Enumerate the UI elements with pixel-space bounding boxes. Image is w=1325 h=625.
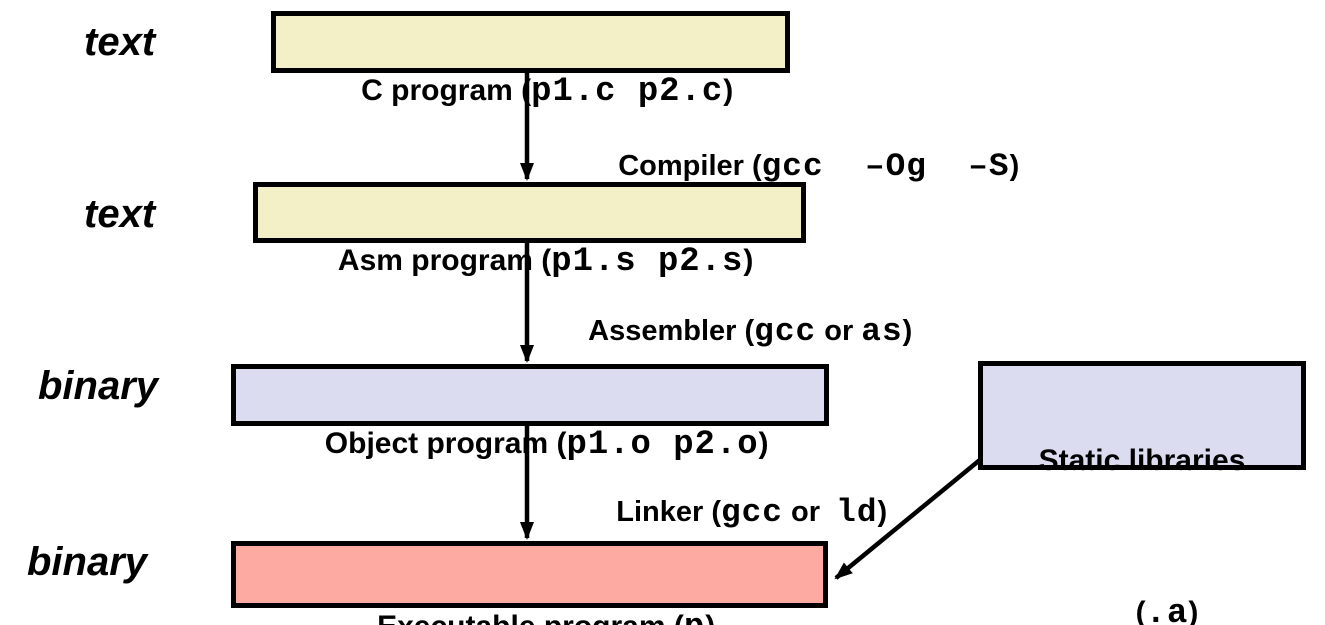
- static-libraries-ext-prefix: (: [1135, 596, 1146, 625]
- box-object-program: Object program (p1.o p2.o): [231, 364, 829, 464]
- assembler-command-2: as: [861, 312, 903, 350]
- row-label-binary-2: binary: [27, 540, 148, 584]
- asm-program-label-prefix: Asm program (: [337, 244, 552, 277]
- linker-label-prefix: Linker (: [616, 495, 721, 528]
- asm-program-label-suffix: ): [743, 244, 754, 277]
- row-label-text-2: text: [84, 192, 156, 236]
- c-program-files: p1.c p2.c: [531, 73, 724, 111]
- object-program-label-suffix: ): [758, 427, 769, 460]
- linker-label-mid: or: [782, 495, 837, 528]
- compiler-step-label: Compiler (gcc –Og –S): [586, 112, 1019, 221]
- compiler-label-suffix: ): [1009, 149, 1020, 182]
- static-libraries-ext-suffix: ): [1188, 596, 1199, 625]
- assembler-label-prefix: Assembler (: [588, 314, 755, 347]
- linker-step-label: Linker (gcc or ld): [584, 458, 887, 567]
- asm-program-files: p1.s p2.s: [551, 243, 744, 281]
- executable-program-file: p: [684, 609, 705, 625]
- linker-label-suffix: ): [877, 495, 888, 528]
- c-program-label-suffix: ): [723, 74, 734, 107]
- box-asm-program: Asm program (p1.s p2.s): [253, 182, 806, 281]
- c-program-label-prefix: C program (: [361, 74, 532, 107]
- row-label-text-1: text: [84, 20, 156, 64]
- object-program-label-prefix: Object program (: [324, 427, 567, 460]
- static-libraries-extension: (.a): [983, 550, 1301, 625]
- compiler-label-prefix: Compiler (: [618, 149, 762, 182]
- executable-program-label-prefix: Executable program (: [377, 610, 684, 625]
- static-libraries-label: Static libraries: [1038, 444, 1246, 477]
- assembler-step-label: Assembler (gcc or as): [557, 277, 912, 386]
- object-program-files: p1.o p2.o: [566, 426, 759, 464]
- linker-command-2: ld: [836, 493, 878, 531]
- box-executable-program: Executable program (p): [231, 541, 828, 625]
- box-c-program: C program (p1.c p2.c): [271, 11, 790, 111]
- assembler-label-mid: or: [816, 314, 862, 347]
- box-static-libraries: Static libraries (.a): [978, 361, 1306, 625]
- compiler-command: gcc –Og –S: [761, 147, 1010, 185]
- static-libraries-ext-code: .a: [1145, 595, 1189, 625]
- linker-command-1: gcc: [720, 493, 783, 531]
- assembler-command-1: gcc: [754, 312, 817, 350]
- row-label-binary-1: binary: [38, 364, 159, 408]
- static-libraries-arrow: [834, 457, 983, 580]
- assembler-label-suffix: ): [902, 314, 913, 347]
- executable-program-label-suffix: ): [705, 610, 715, 625]
